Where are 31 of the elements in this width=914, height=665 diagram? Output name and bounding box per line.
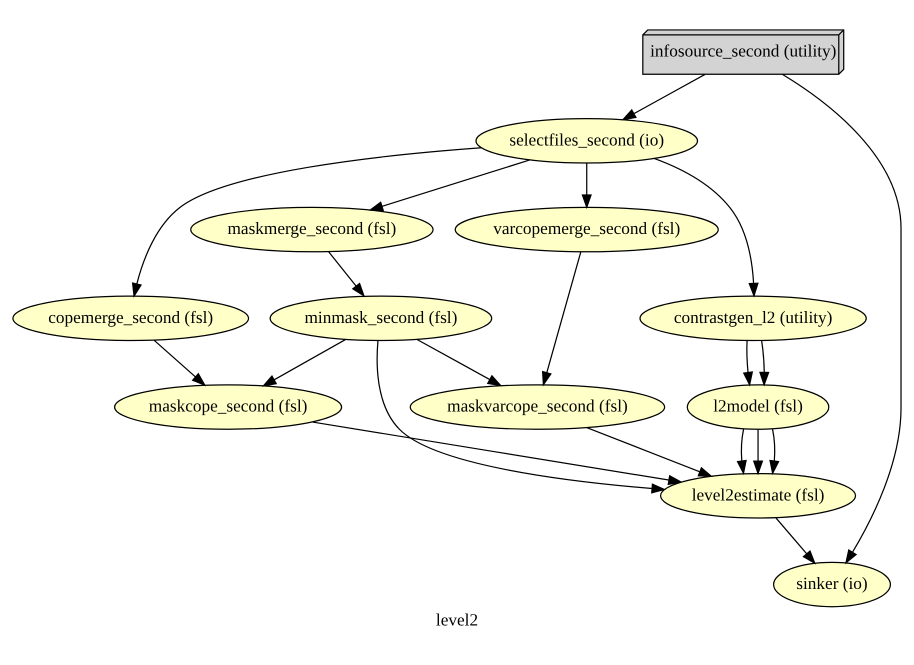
node-ellipse: l2model (fsl) bbox=[686, 384, 830, 430]
node-ellipse: maskcope_second (fsl) bbox=[114, 384, 342, 430]
arrow bbox=[736, 429, 747, 476]
arrow bbox=[376, 340, 666, 494]
node-ellipse: maskmerge_second (fsl) bbox=[190, 206, 434, 252]
arrow bbox=[132, 147, 482, 298]
arrow bbox=[782, 74, 902, 564]
node-ellipse: minmask_second (fsl) bbox=[270, 296, 492, 342]
arrow bbox=[312, 421, 683, 486]
arrow bbox=[262, 339, 346, 387]
arrow bbox=[776, 518, 816, 565]
arrow bbox=[582, 163, 592, 210]
arrow bbox=[742, 340, 754, 387]
arrow bbox=[154, 340, 206, 386]
arrow bbox=[654, 158, 759, 298]
node-ellipse: maskvarcope_second (fsl) bbox=[410, 384, 666, 430]
arrow bbox=[368, 159, 530, 212]
node-ellipse: selectfiles_second (io) bbox=[475, 118, 698, 164]
arrow bbox=[759, 340, 770, 387]
node-ellipse: contrastgen_l2 (utility) bbox=[639, 296, 867, 342]
arrow bbox=[416, 338, 502, 386]
arrow bbox=[621, 74, 706, 121]
arrow bbox=[542, 252, 582, 386]
node-ellipse: copemerge_second (fsl) bbox=[12, 296, 250, 342]
caption: level2 bbox=[436, 610, 478, 630]
arrow bbox=[328, 251, 366, 298]
arrow bbox=[586, 427, 714, 477]
node-ellipse: varcopemerge_second (fsl) bbox=[454, 206, 719, 252]
node-ellipse: sinker (io) bbox=[772, 562, 892, 608]
arrow bbox=[752, 430, 764, 476]
arrow bbox=[769, 429, 780, 476]
